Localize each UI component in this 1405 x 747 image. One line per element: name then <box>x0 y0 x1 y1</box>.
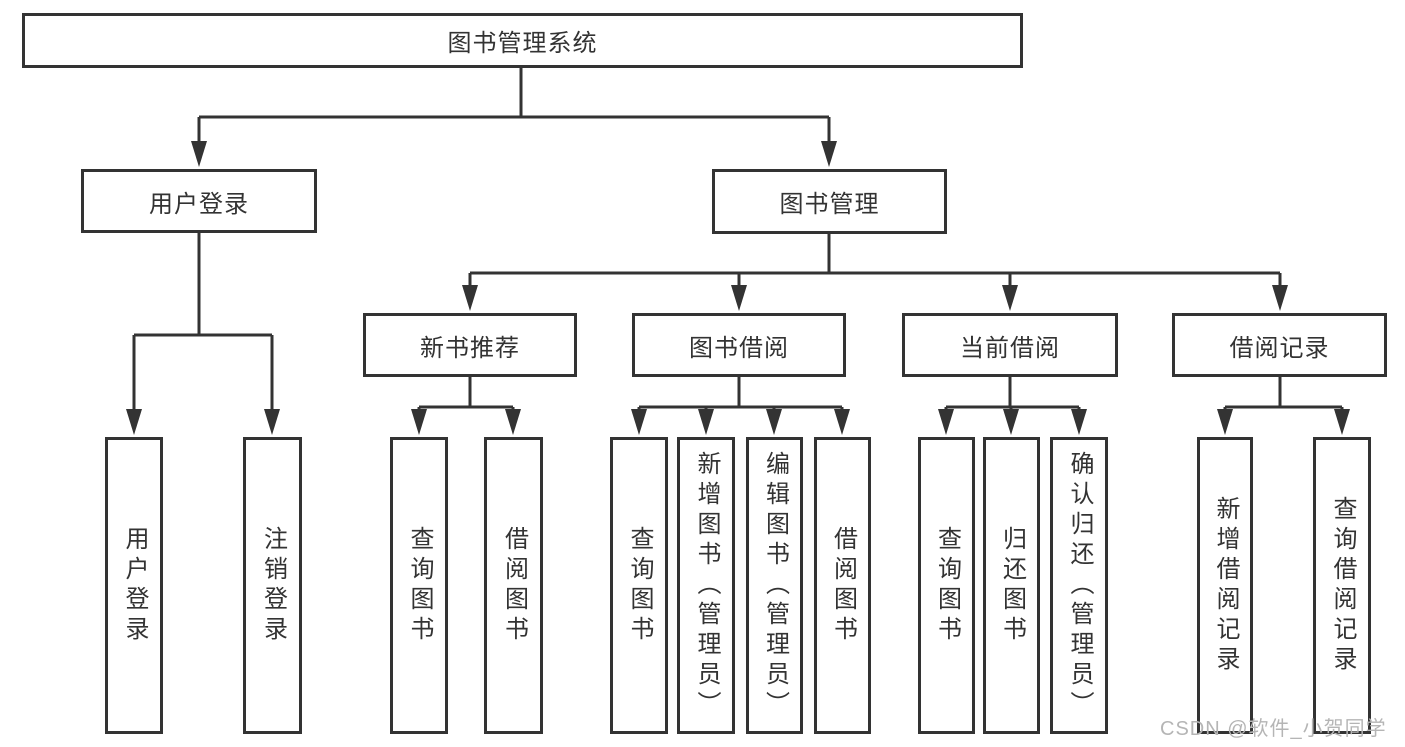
node-user-login: 用户登录 <box>81 169 317 233</box>
leaf-query-books-current: 查询图书 <box>918 437 975 734</box>
leaf-return-book: 归还图书 <box>983 437 1040 734</box>
arrowheads <box>126 141 1350 435</box>
node-new-book-recommend: 新书推荐 <box>363 313 577 377</box>
leaf-query-borrow-record: 查询借阅记录 <box>1313 437 1371 734</box>
node-book-management: 图书管理 <box>712 169 947 234</box>
leaf-query-books-recommend: 查询图书 <box>390 437 448 734</box>
node-book-borrow: 图书借阅 <box>632 313 846 377</box>
node-library-system: 图书管理系统 <box>22 13 1023 68</box>
leaf-logout: 注销登录 <box>243 437 302 734</box>
leaf-confirm-return-admin: 确认归还（管理员） <box>1050 437 1108 734</box>
leaf-user-login: 用户登录 <box>105 437 163 734</box>
node-current-borrow: 当前借阅 <box>902 313 1118 377</box>
node-borrow-records: 借阅记录 <box>1172 313 1387 377</box>
leaf-add-book-admin: 新增图书（管理员） <box>677 437 735 734</box>
leaf-query-books-borrow: 查询图书 <box>610 437 668 734</box>
leaf-edit-book-admin: 编辑图书（管理员） <box>746 437 803 734</box>
leaf-add-borrow-record: 新增借阅记录 <box>1197 437 1253 734</box>
leaf-borrow-books-recommend: 借阅图书 <box>484 437 543 734</box>
leaf-borrow-books-borrow: 借阅图书 <box>814 437 871 734</box>
watermark: CSDN @软件_小贺同学 <box>1160 718 1387 740</box>
